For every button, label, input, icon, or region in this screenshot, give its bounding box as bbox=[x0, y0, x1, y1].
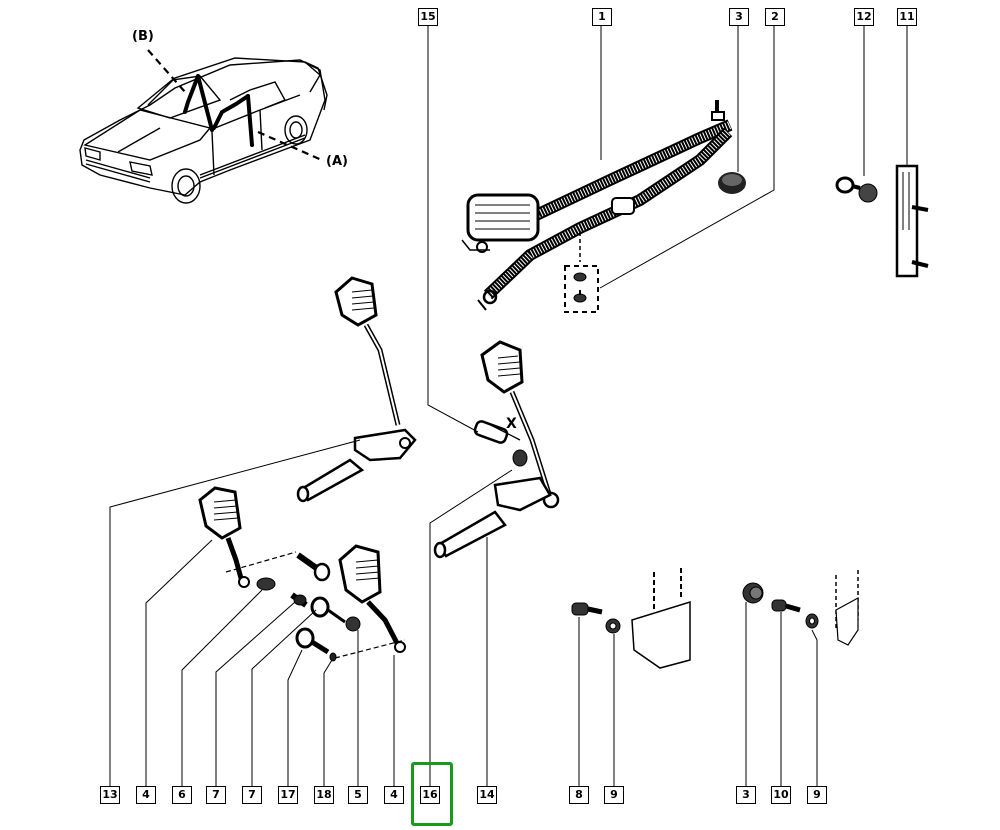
callout-10[interactable]: 10 bbox=[771, 786, 791, 804]
view-label-b: (B) bbox=[132, 29, 154, 44]
seat-belt-retractor-assembly bbox=[461, 100, 733, 311]
callout-leader-lines bbox=[109, 26, 908, 786]
callout-1[interactable]: 1 bbox=[592, 8, 612, 26]
car-overview-illustration bbox=[79, 57, 328, 204]
callout-11[interactable]: 11 bbox=[897, 8, 917, 26]
callout-12[interactable]: 12 bbox=[854, 8, 874, 26]
lower-anchor-bracket-left bbox=[571, 568, 691, 669]
callout-9-right[interactable]: 9 bbox=[807, 786, 827, 804]
dimension-mark-x: X bbox=[506, 416, 517, 432]
callout-17[interactable]: 17 bbox=[278, 786, 298, 804]
callout-2[interactable]: 2 bbox=[765, 8, 785, 26]
callout-18[interactable]: 18 bbox=[314, 786, 334, 804]
car-belt-highlight bbox=[183, 74, 254, 147]
callout-8[interactable]: 8 bbox=[569, 786, 589, 804]
callout-14[interactable]: 14 bbox=[477, 786, 497, 804]
callout-16[interactable]: 16 bbox=[420, 786, 440, 804]
callout-3-top[interactable]: 3 bbox=[729, 8, 749, 26]
callout-4-right[interactable]: 4 bbox=[384, 786, 404, 804]
callout-15[interactable]: 15 bbox=[418, 8, 438, 26]
height-adjuster-rail bbox=[895, 164, 929, 278]
adjuster-bolt-part bbox=[835, 176, 878, 203]
callout-6[interactable]: 6 bbox=[172, 786, 192, 804]
small-fasteners bbox=[225, 551, 406, 662]
callout-13[interactable]: 13 bbox=[100, 786, 120, 804]
view-label-a: (A) bbox=[326, 154, 348, 169]
callout-4-left[interactable]: 4 bbox=[136, 786, 156, 804]
buckle-stalk-right bbox=[433, 340, 560, 559]
callout-3-bottom[interactable]: 3 bbox=[736, 786, 756, 804]
callout-5[interactable]: 5 bbox=[348, 786, 368, 804]
lower-buckle-right bbox=[338, 544, 406, 653]
lower-anchor-bracket-right bbox=[742, 570, 859, 646]
view-leader-lines bbox=[147, 49, 325, 163]
callout-9-left[interactable]: 9 bbox=[604, 786, 624, 804]
callout-7-second[interactable]: 7 bbox=[242, 786, 262, 804]
lower-buckle-left bbox=[198, 486, 250, 588]
buckle-stalk-left bbox=[296, 276, 417, 503]
grommet-part bbox=[718, 172, 746, 194]
fastener-kit bbox=[564, 232, 599, 313]
callout-7-first[interactable]: 7 bbox=[206, 786, 226, 804]
